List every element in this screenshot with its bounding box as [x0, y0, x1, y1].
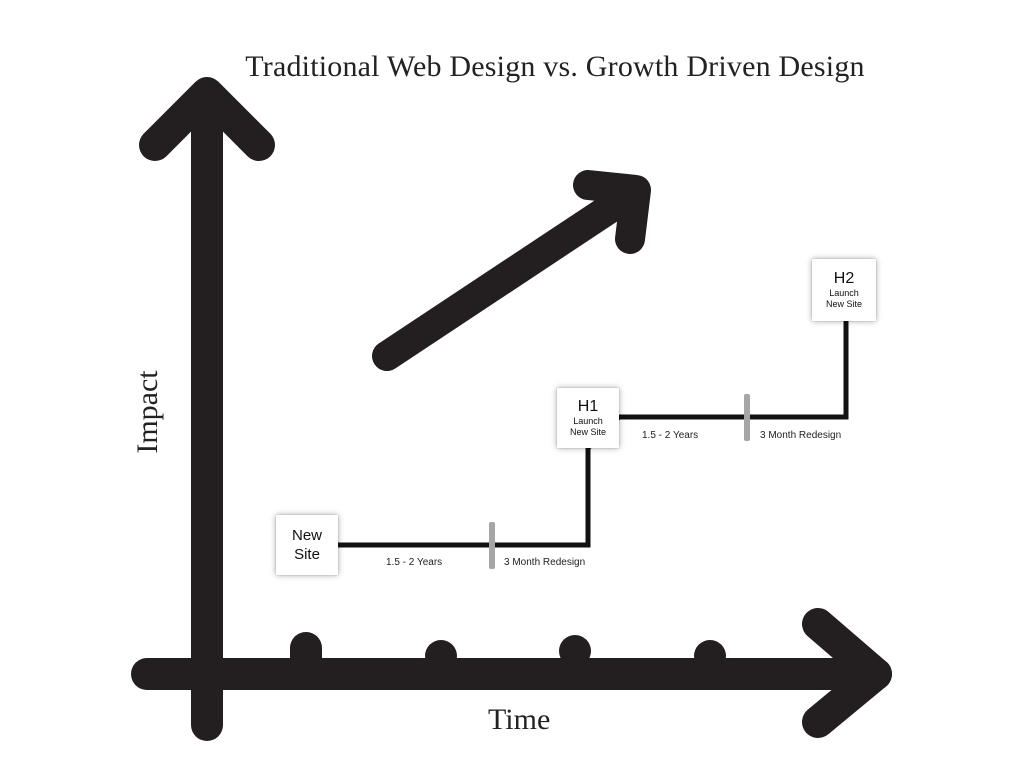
redesign-divider [744, 394, 750, 441]
h1-line1: Launch [573, 416, 603, 426]
first-duration-label: 1.5 - 2 Years [386, 557, 443, 568]
h1-box: H1 Launch New Site [557, 388, 619, 448]
x-axis-arrowhead [802, 608, 892, 738]
y-axis-label: Impact [131, 370, 164, 454]
h2-box: H2 Launch New Site [812, 259, 876, 321]
h1-line2: New Site [569, 427, 606, 437]
x-axis-tick [425, 640, 457, 672]
first-redesign-label: 3 Month Redesign [504, 557, 586, 568]
x-axis-tick [694, 640, 726, 672]
second-duration-label: 1.5 - 2 Years [642, 430, 699, 441]
x-axis-tick-base [290, 648, 322, 662]
redesign-divider [489, 522, 495, 569]
y-axis-arrowhead [139, 77, 275, 161]
h2-line2: New Site [825, 299, 862, 309]
second-redesign-label: 3 Month Redesign [760, 430, 842, 441]
h2-line1: Launch [829, 288, 859, 298]
x-axis-label: Time [488, 703, 551, 736]
new-site-line2: Site [294, 546, 320, 563]
growth-arrow-shaft [372, 178, 648, 371]
new-site-line1: New [291, 527, 322, 544]
h2-heading: H2 [833, 270, 855, 287]
x-axis-tick [559, 635, 591, 667]
h1-heading: H1 [577, 398, 599, 415]
growth-arrow-head [573, 170, 651, 254]
diagram-title: Traditional Web Design vs. Growth Driven… [245, 50, 865, 83]
new-site-box: New Site [276, 515, 338, 575]
